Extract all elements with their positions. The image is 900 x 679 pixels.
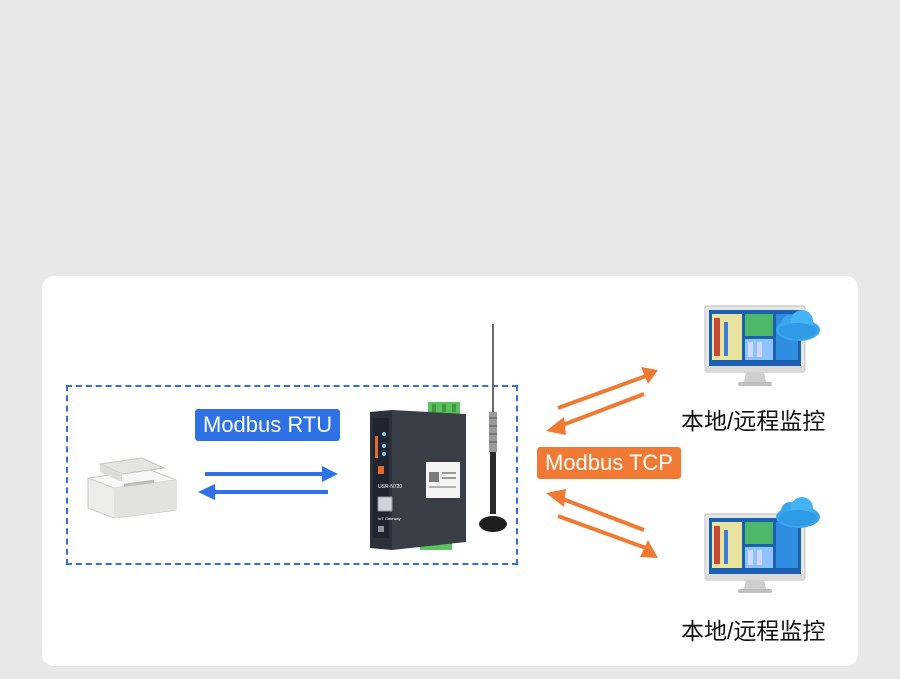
arrow-right-icon	[205, 466, 338, 482]
arrow-up-right-icon	[557, 367, 658, 410]
printer-icon	[87, 457, 177, 519]
monitor-icon	[704, 305, 820, 386]
tcp-arrows-upper	[546, 367, 658, 435]
arrow-left-icon	[198, 484, 328, 500]
tcp-arrows-lower	[546, 489, 658, 558]
arrow-down-left-icon	[546, 392, 645, 435]
cloud-icon	[776, 497, 820, 528]
gateway-sub-text: IoT Gateway	[378, 516, 401, 521]
gateway-model-text: USR-N720	[378, 484, 402, 490]
monitor-bottom-label: 本地/远程监控	[681, 618, 826, 644]
modbus-tcp-tag: Modbus TCP	[537, 447, 681, 479]
arrow-down-right-icon	[557, 514, 658, 558]
modbus-rtu-tag: Modbus RTU	[195, 409, 341, 441]
cloud-icon	[776, 310, 820, 341]
local-network-boundary	[66, 385, 518, 565]
monitor-top-label: 本地/远程监控	[681, 408, 826, 434]
arrow-up-left-icon	[546, 489, 645, 532]
rtu-arrows	[198, 466, 338, 500]
monitor-icon	[704, 497, 820, 593]
gateway-icon: USR-N720 IoT Gateway	[370, 402, 466, 550]
antenna-icon	[479, 324, 507, 532]
